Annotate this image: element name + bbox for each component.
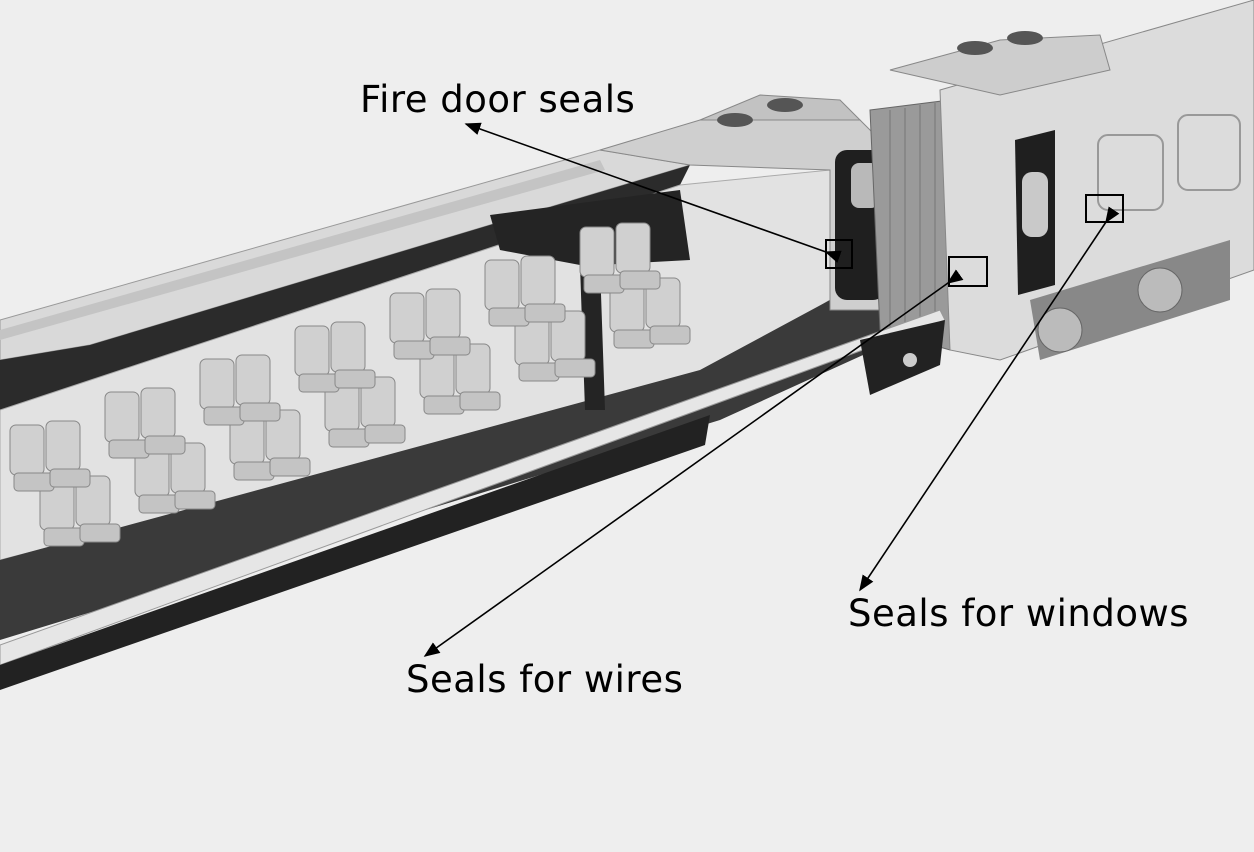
wire-seals-label: Seals for wires (406, 658, 684, 701)
seat (9, 424, 55, 492)
seat (134, 446, 180, 514)
seat (330, 321, 376, 389)
seat (140, 387, 186, 455)
seat (294, 325, 340, 393)
window-arrow (859, 206, 1120, 592)
fire-door-seals-label: Fire door seals (360, 78, 636, 121)
seat (199, 358, 245, 426)
seat (104, 391, 150, 459)
seat (324, 380, 370, 448)
seat (170, 442, 216, 510)
seat (45, 420, 91, 488)
seat (265, 409, 311, 477)
seat (75, 475, 121, 543)
seat (360, 376, 406, 444)
fire-door-arrow (464, 122, 842, 263)
seat (235, 354, 281, 422)
window-seals-label: Seals for windows (848, 592, 1190, 635)
seat (39, 479, 85, 547)
